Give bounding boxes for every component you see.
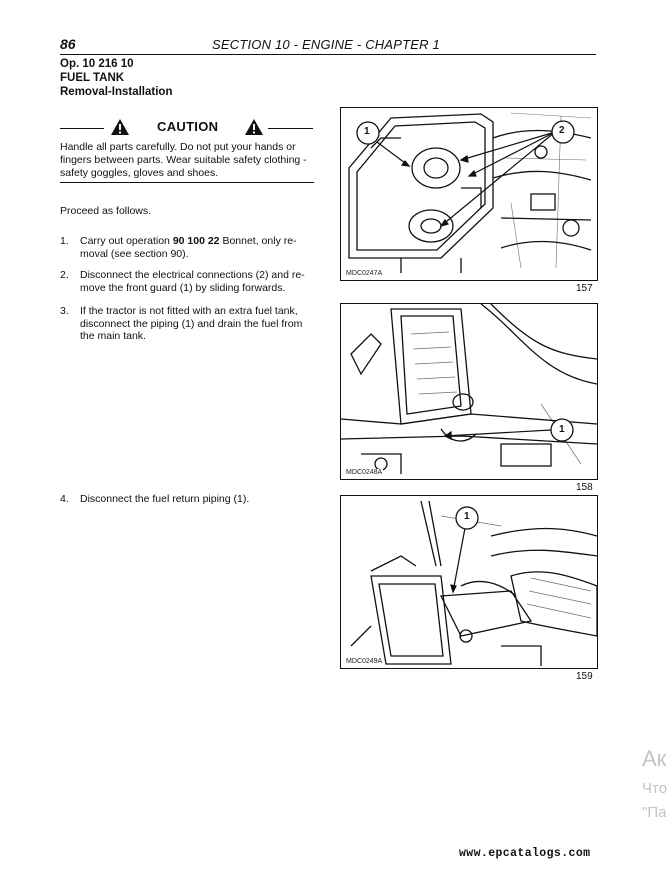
step-text: Carry out operation 90 100 22 Bonnet, on… xyxy=(80,235,297,260)
watermark-text: Что xyxy=(642,780,668,797)
caution-line-right xyxy=(268,128,313,129)
warning-triangle-icon xyxy=(245,119,263,135)
watermark-text: "Па xyxy=(642,804,667,821)
figure-158-image: 1 MDC0248A xyxy=(340,303,598,480)
step-number: 2. xyxy=(60,269,69,281)
operation-title: FUEL TANK xyxy=(60,72,125,84)
fuel-piping-illustration xyxy=(341,304,597,474)
figure-code: MDC0248A xyxy=(345,469,384,476)
figure-code: MDC0249A xyxy=(345,658,384,665)
step-number: 1. xyxy=(60,235,69,247)
section-title: SECTION 10 - ENGINE - CHAPTER 1 xyxy=(212,37,440,52)
operation-heading: Op. 10 216 10 FUEL TANK Removal-Installa… xyxy=(60,57,172,99)
page-number: 86 xyxy=(60,36,76,52)
figure-159-image: 1 MDC0249A xyxy=(340,495,598,669)
step-number: 3. xyxy=(60,305,69,317)
caution-header: CAUTION xyxy=(60,118,313,138)
step-text: Disconnect the fuel return piping (1). xyxy=(80,493,250,505)
step-text: Disconnect the electrical connections (2… xyxy=(80,269,305,294)
step-number: 4. xyxy=(60,493,69,505)
caution-text: Handle all parts carefully. Do not put y… xyxy=(60,141,307,179)
figure-157-image: 1 2 MDC0247A xyxy=(340,107,598,281)
figure-number: 159 xyxy=(576,671,593,682)
caution-label: CAUTION xyxy=(157,119,219,134)
callout-label: 1 xyxy=(364,126,370,137)
intro-text: Proceed as follows. xyxy=(60,205,152,217)
fuel-return-piping-illustration xyxy=(350,500,597,666)
watermark-text: Ак xyxy=(642,746,667,771)
header-rule xyxy=(60,54,596,55)
warning-triangle-icon xyxy=(111,119,129,135)
callout-label: 1 xyxy=(559,424,565,435)
engine-guard-illustration xyxy=(348,112,592,273)
callout-label: 2 xyxy=(559,125,565,136)
operation-subtitle: Removal-Installation xyxy=(60,86,173,98)
figure-number: 158 xyxy=(576,482,593,493)
footer-url: www.epcatalogs.com xyxy=(459,847,591,860)
figure-code: MDC0247A xyxy=(345,270,384,277)
operation-reference: 90 100 22 xyxy=(172,235,220,247)
operation-code: Op. 10 216 10 xyxy=(60,58,134,70)
caution-line-left xyxy=(60,128,104,129)
figure-number: 157 xyxy=(576,283,593,294)
caution-rule xyxy=(60,182,314,183)
step-text: If the tractor is not fitted with an ext… xyxy=(80,305,303,342)
callout-label: 1 xyxy=(464,511,470,522)
